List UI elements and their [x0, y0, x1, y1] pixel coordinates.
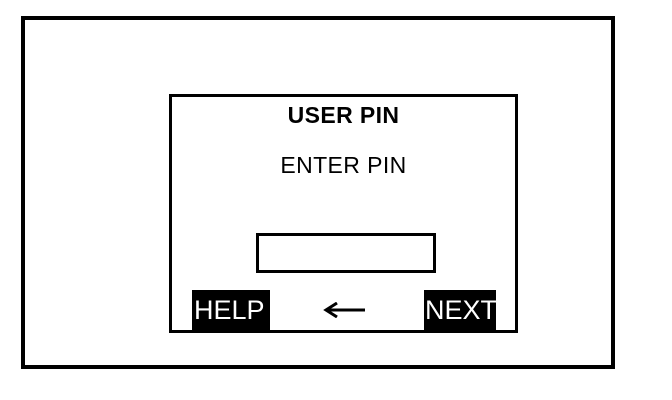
pin-input[interactable]: [256, 233, 436, 273]
softkey-row: HELP NEXT: [172, 288, 515, 330]
back-button[interactable]: [314, 290, 374, 330]
next-button[interactable]: NEXT: [424, 290, 497, 330]
device-bezel: USER PIN ENTER PIN HELP NEXT: [21, 16, 615, 369]
help-button[interactable]: HELP: [192, 290, 270, 330]
prompt-text: ENTER PIN: [280, 152, 407, 178]
page-title: USER PIN: [287, 102, 400, 128]
pin-entry-screen: USER PIN ENTER PIN HELP NEXT: [169, 94, 518, 333]
arrow-left-icon: [314, 302, 374, 318]
